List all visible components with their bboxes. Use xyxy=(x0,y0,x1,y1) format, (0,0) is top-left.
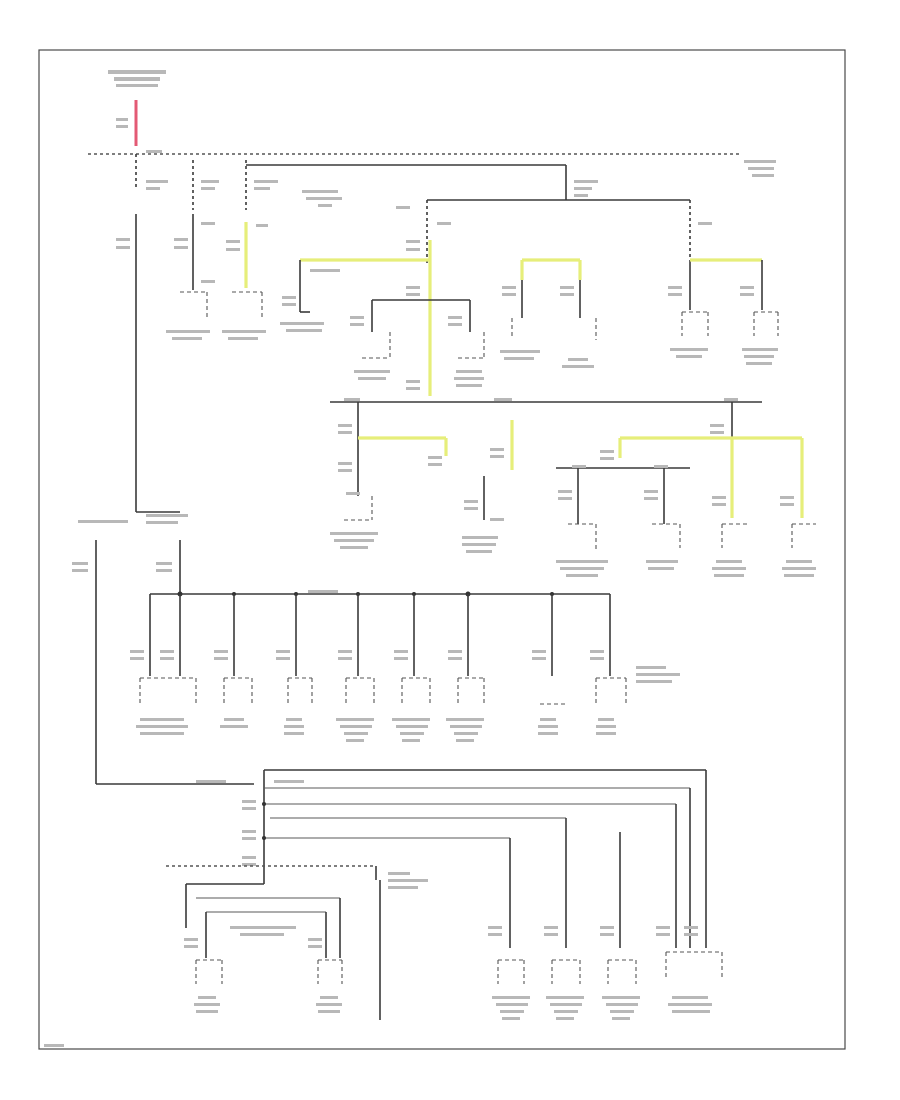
branch-right-yellow xyxy=(668,258,779,365)
lower-right-components xyxy=(488,926,723,1020)
ground-drop-labels xyxy=(130,650,680,683)
fuse-3 xyxy=(222,160,278,340)
branch-center-yellow xyxy=(500,258,597,368)
branch-left-yellow xyxy=(280,258,430,332)
mid-branch-right xyxy=(556,402,816,577)
fuse-box-label xyxy=(744,160,776,177)
diagram-footer-mark xyxy=(44,1044,64,1047)
power-source xyxy=(108,70,166,146)
ground-row-components xyxy=(139,677,627,705)
diagram-frame xyxy=(38,49,846,1050)
component-column-b xyxy=(406,300,485,390)
ground-drops xyxy=(149,594,611,676)
fuse-2 xyxy=(166,160,219,340)
mid-branch-left xyxy=(330,402,448,549)
ground-row-labels xyxy=(136,718,616,742)
lower-ground-section xyxy=(166,865,428,1020)
lower-harness xyxy=(242,769,707,948)
fuse-1 xyxy=(116,154,168,496)
mid-branch-center xyxy=(462,420,514,553)
component-column-a xyxy=(350,300,391,380)
